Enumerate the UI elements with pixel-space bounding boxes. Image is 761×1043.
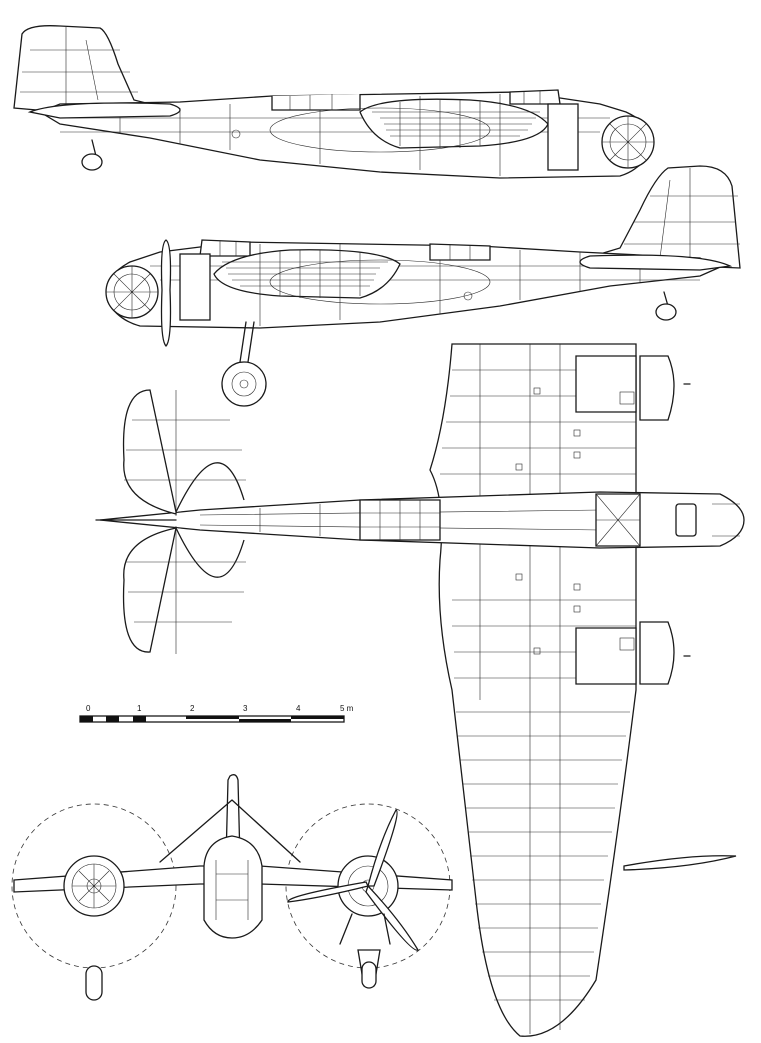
tail-fin <box>13 25 151 113</box>
scale-label-5m: 5 m <box>340 704 354 713</box>
scale-label-2: 2 <box>190 704 195 713</box>
side-view-right <box>105 165 741 407</box>
side-view-left <box>13 25 655 179</box>
top-view <box>95 343 745 1037</box>
scale-label-4: 4 <box>296 704 301 713</box>
scale-label-3: 3 <box>243 704 248 713</box>
horizontal-tail <box>122 389 177 515</box>
tail-fin-2 <box>599 165 741 269</box>
scale-label-0: 0 <box>86 704 91 713</box>
scale-label-1: 1 <box>137 704 142 713</box>
front-view <box>11 774 453 1001</box>
scale-bar <box>79 715 345 723</box>
